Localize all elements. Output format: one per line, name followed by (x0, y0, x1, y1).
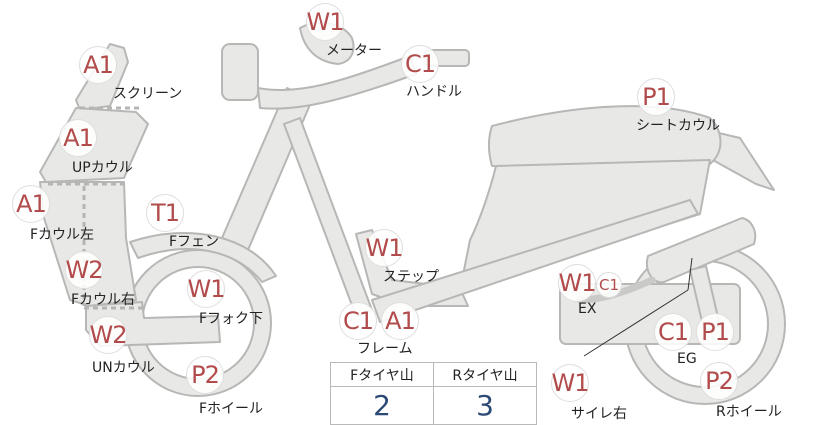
tire-tread-header-row: Fタイヤ山 Rタイヤ山 (330, 362, 537, 387)
meter-label: メーター (326, 43, 382, 59)
handle-label: ハンドル (406, 84, 462, 100)
up-cowl-label: UPカウル (72, 160, 133, 176)
front-cowl-shape (39, 181, 137, 307)
screen-label: スクリーン (113, 86, 183, 102)
f-cowl-right-label: Fカウル右 (71, 292, 136, 308)
frame-down-tube-shape (283, 117, 373, 317)
engine-code-badge-1: C1 (654, 313, 692, 351)
handle-code-badge: C1 (401, 45, 439, 83)
steering-column-shape (221, 87, 313, 251)
f-fender-label: Fフェン (169, 234, 220, 250)
f-wheel-code-badge: P2 (186, 356, 224, 394)
muffler-shape (646, 217, 757, 284)
muffler-leader-line (583, 289, 689, 357)
meter-code-badge: W1 (306, 3, 345, 41)
front-tire-tread-value: 2 (330, 386, 434, 425)
seat-cowl-code-badge: P1 (637, 78, 675, 116)
f-fork-lower-code-badge: W1 (187, 270, 226, 308)
r-wheel-code-badge: P2 (700, 362, 738, 400)
un-cowl-code-badge: W2 (89, 316, 128, 354)
f-cowl-right-code-badge: W2 (65, 251, 104, 289)
screen-code-badge: A1 (79, 46, 117, 84)
f-fender-code-badge: T1 (146, 194, 184, 232)
muffler-right-code-badge: W1 (551, 364, 590, 402)
r-wheel-label: Rホイール (716, 404, 782, 420)
frame-label: フレーム (357, 341, 413, 357)
step-code-badge: W1 (365, 229, 404, 267)
exhaust-code-badge-2: C1 (596, 272, 622, 298)
f-cowl-left-code-badge: A1 (12, 185, 50, 223)
frame-code-badge-1: C1 (339, 302, 377, 340)
un-cowl-label: UNカウル (92, 360, 155, 376)
engine-code-badge-2: P1 (696, 313, 734, 351)
up-cowl-code-badge: A1 (59, 119, 97, 157)
muffler-right-label: サイレ右 (571, 406, 627, 422)
f-fork-lower-label: Fフォク下 (199, 311, 264, 327)
headlight-shape (221, 43, 259, 101)
exhaust-code-badge-1: W1 (558, 264, 597, 302)
tire-tread-table: Fタイヤ山 Rタイヤ山 2 3 (330, 362, 537, 425)
rear-tire-tread-value: 3 (433, 386, 537, 425)
exhaust-leader-line (687, 257, 693, 291)
front-tire-tread-header: Fタイヤ山 (330, 362, 434, 387)
front-fender-shape (129, 231, 277, 283)
engine-label: EG (677, 351, 697, 367)
tire-tread-value-row: 2 3 (330, 386, 537, 425)
step-label: ステップ (383, 269, 439, 285)
rear-tire-tread-header: Rタイヤ山 (433, 362, 537, 387)
frame-rail-shape (371, 199, 699, 323)
f-cowl-left-label: Fカウル左 (30, 227, 95, 243)
exhaust-label: EX (578, 301, 597, 317)
f-wheel-label: Fホイール (199, 401, 264, 417)
seat-cowl-label: シートカウル (636, 118, 720, 134)
frame-code-badge-2: A1 (381, 302, 419, 340)
